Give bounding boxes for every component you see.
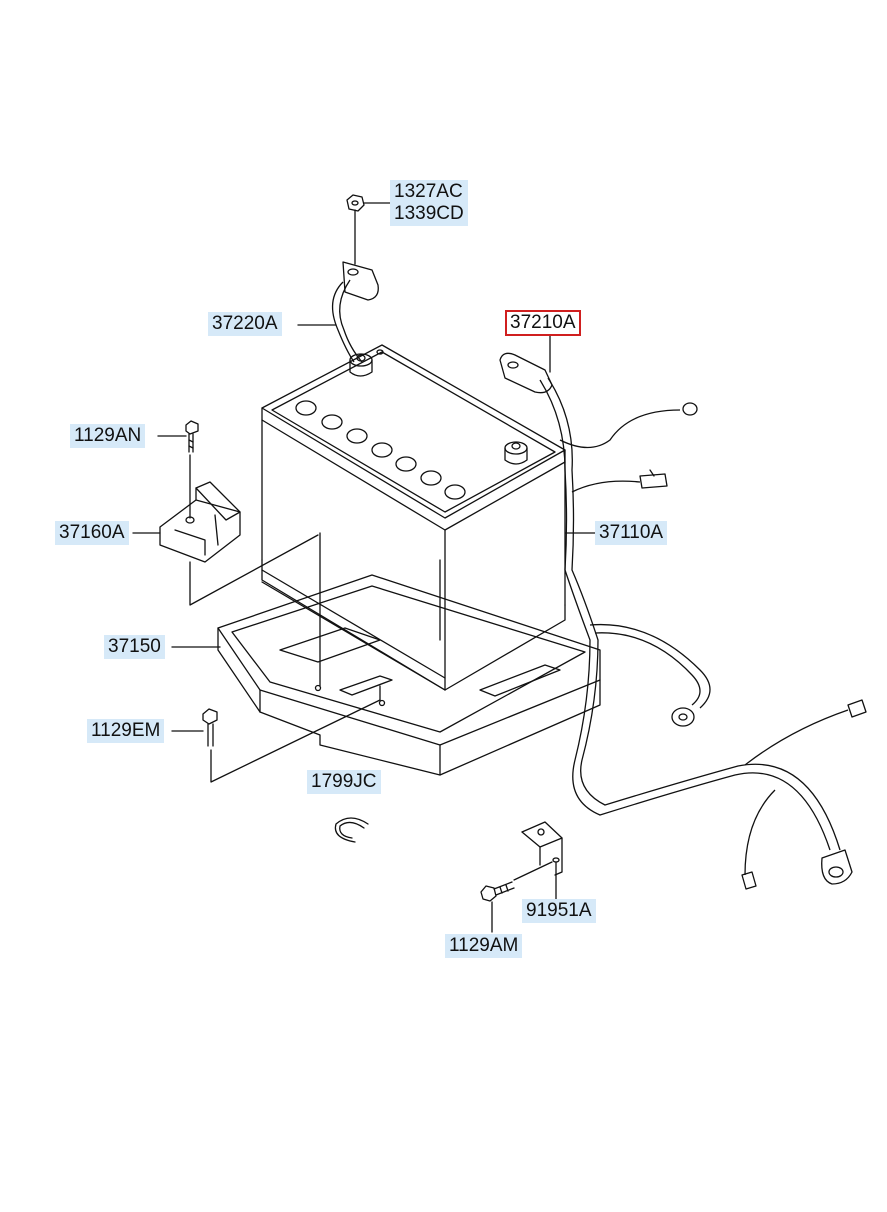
label-91951a[interactable]: 91951A (522, 899, 596, 923)
positive-cable-harness (499, 352, 867, 890)
label-37150[interactable]: 37150 (104, 635, 165, 659)
label-1129em[interactable]: 1129EM (87, 719, 165, 743)
bolt-1129em (202, 708, 218, 747)
label-1129am[interactable]: 1129AM (445, 934, 523, 958)
battery-tray (217, 574, 601, 776)
label-37160a[interactable]: 37160A (55, 521, 129, 545)
clip-1799jc (334, 817, 369, 843)
label-1327ac-1339cd[interactable]: 1327AC 1339CD (390, 180, 468, 226)
bracket-91951a (521, 821, 563, 903)
bolt-1129am (480, 861, 553, 902)
label-37220a[interactable]: 37220A (208, 312, 282, 336)
leader-lines (132, 202, 596, 933)
hold-down-clamp (159, 420, 241, 563)
label-1799jc[interactable]: 1799JC (307, 770, 381, 794)
battery (261, 344, 566, 691)
label-37210a-selected[interactable]: 37210A (505, 310, 581, 336)
negative-cable (331, 194, 379, 363)
label-1129an[interactable]: 1129AN (70, 424, 146, 448)
label-37110a[interactable]: 37110A (595, 521, 668, 545)
